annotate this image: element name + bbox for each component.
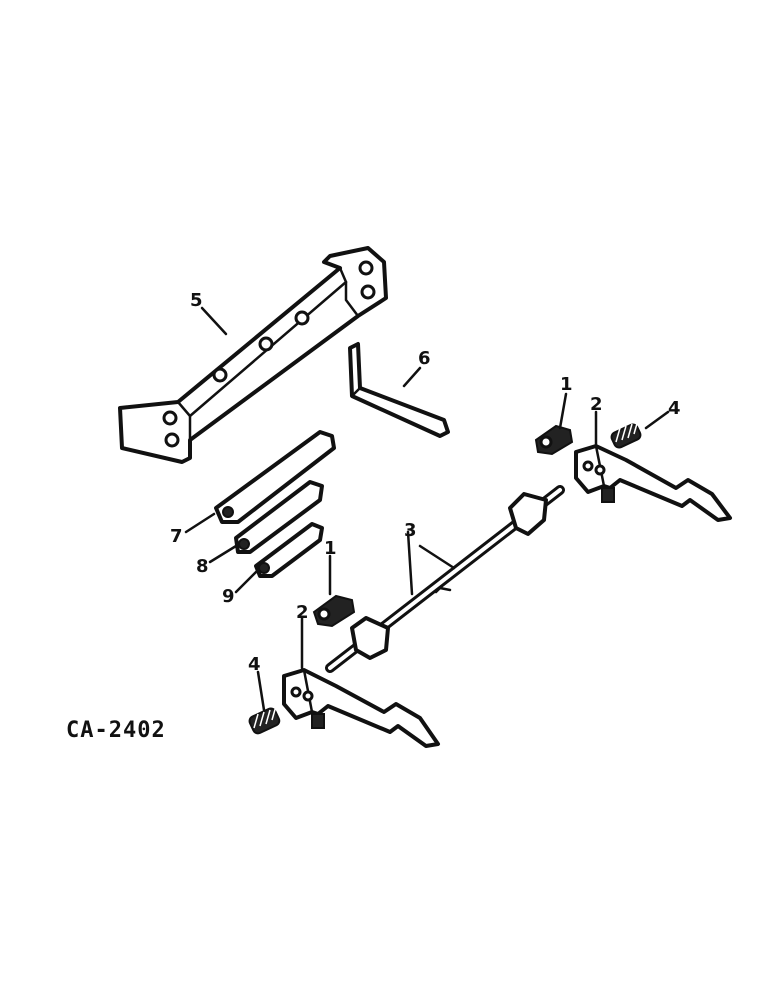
shoe-part-2-right bbox=[574, 444, 732, 522]
callout-9: 9 bbox=[222, 586, 235, 607]
spring-part-4-right bbox=[610, 419, 642, 449]
shim-part-7 bbox=[214, 430, 336, 524]
frame-bar-part-5 bbox=[118, 246, 388, 464]
spring-part-4-left bbox=[248, 705, 281, 735]
callout-4-lower: 4 bbox=[248, 654, 261, 675]
drawing-id-label: CA-2402 bbox=[66, 718, 166, 743]
shoe-part-2-left bbox=[282, 668, 440, 748]
callout-6: 6 bbox=[418, 348, 431, 369]
callout-1-upper: 1 bbox=[560, 374, 573, 395]
leader-lines bbox=[184, 306, 670, 712]
callout-8: 8 bbox=[196, 556, 209, 577]
shim-part-8 bbox=[234, 480, 324, 554]
callout-2-lower: 2 bbox=[296, 602, 309, 623]
bolt-part-1-lower bbox=[312, 594, 356, 628]
bracket-part-6 bbox=[348, 342, 450, 438]
callout-3: 3 bbox=[404, 520, 417, 541]
shim-part-9 bbox=[254, 522, 324, 578]
callout-1-lower: 1 bbox=[324, 538, 337, 559]
callout-5: 5 bbox=[190, 290, 203, 311]
callout-7: 7 bbox=[170, 526, 183, 547]
callout-4-right: 4 bbox=[668, 398, 681, 419]
rod-assembly-part-3 bbox=[325, 485, 565, 673]
callout-2-right: 2 bbox=[590, 394, 603, 415]
bolt-part-1-upper bbox=[534, 424, 574, 456]
